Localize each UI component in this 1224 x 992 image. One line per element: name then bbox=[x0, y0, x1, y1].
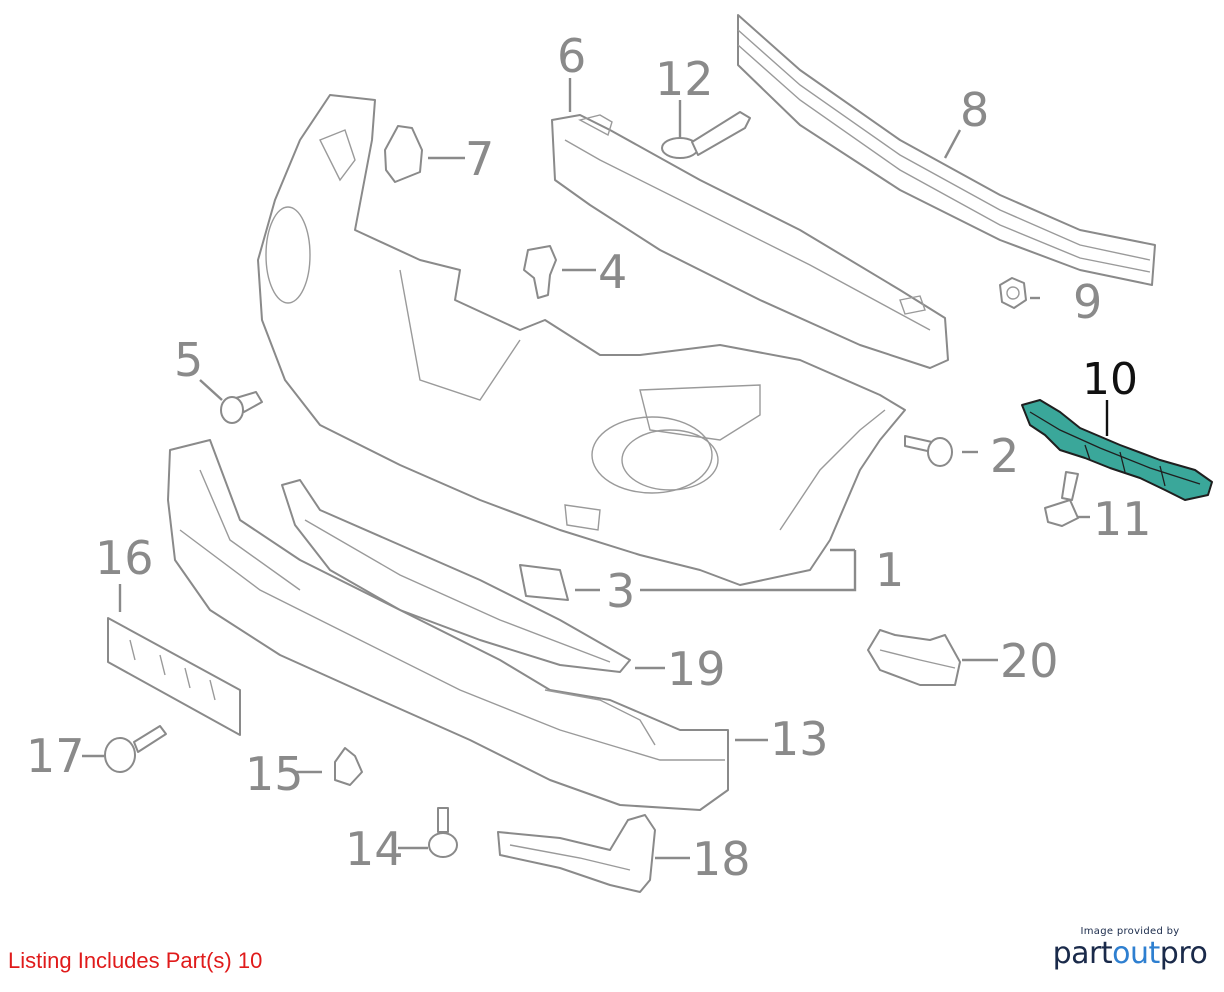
part-8-impact-bar bbox=[737, 14, 1156, 286]
callout-10: 10 bbox=[1082, 354, 1138, 405]
part-20-bracket bbox=[867, 629, 961, 686]
callout-labels: 1 2 3 4 5 6 7 8 9 10 11 12 13 14 15 16 1… bbox=[26, 29, 1152, 886]
callout-7: 7 bbox=[465, 132, 494, 186]
part-16-license-bracket bbox=[107, 617, 241, 736]
part-5-bolt bbox=[220, 391, 263, 424]
logo-part-1: part bbox=[1052, 936, 1113, 971]
credit-caption: Image provided by bbox=[1080, 926, 1180, 937]
callout-16: 16 bbox=[95, 531, 154, 585]
part-9-nut bbox=[999, 277, 1027, 309]
listing-includes-note: Listing Includes Part(s) 10 bbox=[8, 948, 263, 973]
part-1-bumper-cover bbox=[257, 94, 906, 586]
part-13-lower-valance bbox=[167, 439, 729, 811]
callout-15: 15 bbox=[245, 747, 304, 801]
callout-11: 11 bbox=[1093, 492, 1152, 546]
callout-6: 6 bbox=[557, 29, 586, 83]
part-2-bolt bbox=[904, 435, 953, 467]
part-3-cap bbox=[519, 564, 569, 601]
part-11-clip bbox=[1044, 471, 1079, 527]
part-6-grille-support bbox=[551, 114, 949, 369]
part-7-bracket bbox=[384, 125, 423, 183]
callout-3: 3 bbox=[606, 564, 635, 618]
callout-5: 5 bbox=[174, 333, 203, 387]
callout-12: 12 bbox=[655, 52, 714, 106]
callout-14: 14 bbox=[345, 822, 404, 876]
part-12-tow-hook bbox=[661, 111, 751, 159]
part-15-clip bbox=[334, 747, 363, 786]
part-14-bolt bbox=[428, 807, 458, 858]
callout-17: 17 bbox=[26, 729, 85, 783]
part-17-bolt bbox=[104, 725, 167, 773]
callout-20: 20 bbox=[1000, 634, 1059, 688]
callout-4: 4 bbox=[598, 245, 627, 299]
logo-part-3: pro bbox=[1159, 936, 1208, 971]
callout-8: 8 bbox=[960, 83, 989, 137]
logo-part-2: out bbox=[1112, 936, 1160, 971]
callout-13: 13 bbox=[770, 712, 829, 766]
part-19-absorber bbox=[281, 479, 631, 673]
callout-19: 19 bbox=[667, 642, 726, 696]
partoutpro-logo: partoutpro bbox=[1050, 937, 1210, 971]
callout-9: 9 bbox=[1073, 275, 1102, 329]
callout-2: 2 bbox=[990, 429, 1019, 483]
callout-1: 1 bbox=[875, 543, 904, 597]
image-credit: Image provided by partoutpro bbox=[1050, 926, 1210, 971]
callout-18: 18 bbox=[692, 832, 751, 886]
part-4-clip bbox=[523, 245, 557, 299]
part-10-bumper-bracket bbox=[1021, 399, 1213, 501]
leader-lines bbox=[82, 78, 1109, 860]
part-18-side-bracket bbox=[497, 814, 656, 893]
